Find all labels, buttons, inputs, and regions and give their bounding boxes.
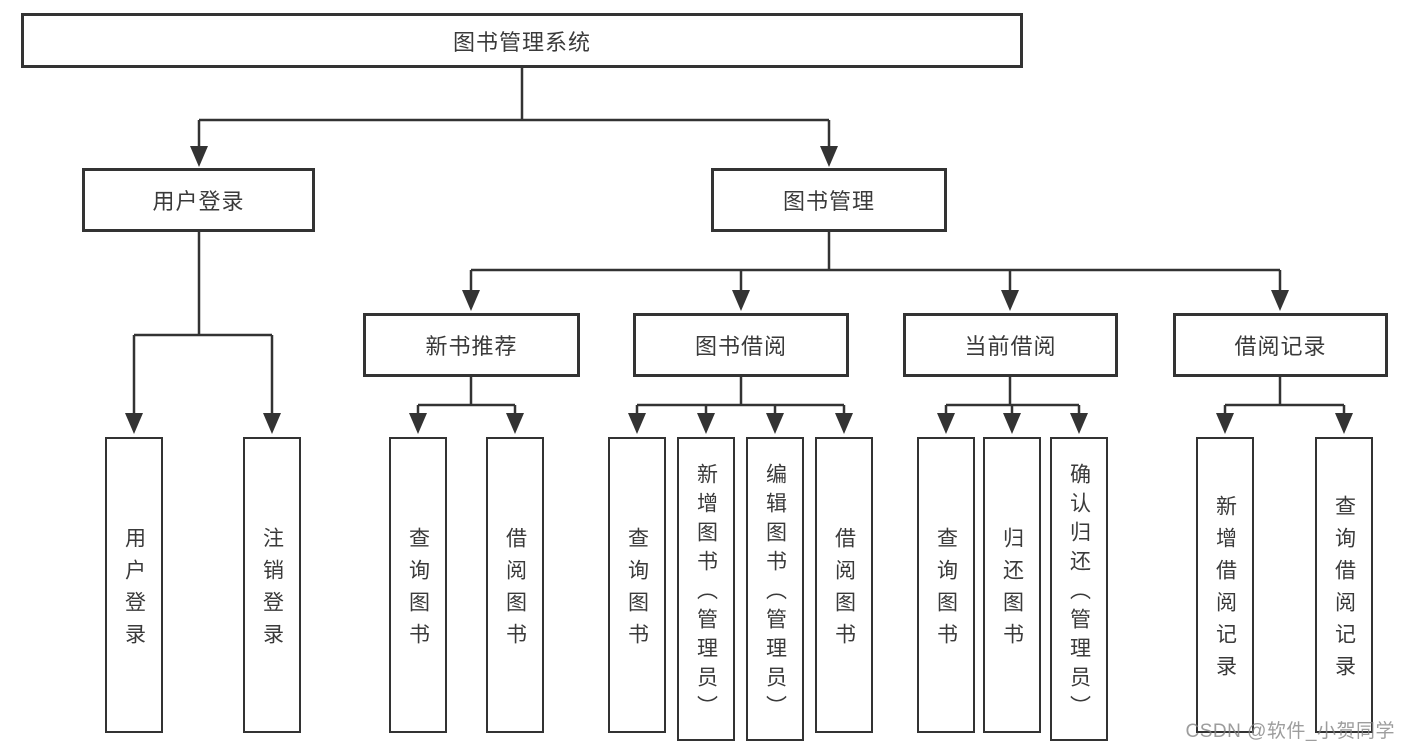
- node-book-management-branch: 图书管理: [711, 168, 947, 232]
- leaf-edit-books-admin: 编辑图书（管理员）: [746, 437, 804, 741]
- leaf-label: 查询图书: [406, 526, 430, 655]
- leaf-label: 新增图书（管理员）: [694, 462, 718, 724]
- leaf-logout: 注销登录: [243, 437, 301, 733]
- node-new-book-recommend: 新书推荐: [363, 313, 580, 377]
- tree-connector-path: [132, 68, 1346, 413]
- arrowhead: [1216, 413, 1234, 434]
- leaf-label: 归还图书: [1000, 526, 1024, 655]
- node-user-login-branch: 用户登录: [82, 168, 315, 232]
- leaf-borrow-books-recommend: 借阅图书: [486, 437, 544, 733]
- arrowhead: [506, 413, 524, 434]
- leaf-label: 查询图书: [934, 526, 958, 655]
- leaf-label: 注销登录: [260, 526, 284, 655]
- arrowhead: [835, 413, 853, 434]
- leaf-label: 借阅图书: [832, 526, 856, 655]
- node-root-system: 图书管理系统: [21, 13, 1023, 68]
- arrowheads: [125, 146, 1353, 434]
- arrowhead: [125, 413, 143, 434]
- leaf-label: 用户登录: [122, 526, 146, 655]
- leaf-query-books-recommend: 查询图书: [389, 437, 447, 733]
- arrowhead: [766, 413, 784, 434]
- leaf-borrow-books: 借阅图书: [815, 437, 873, 733]
- arrowhead: [732, 290, 750, 311]
- leaf-return-books: 归还图书: [983, 437, 1041, 733]
- leaf-label: 编辑图书（管理员）: [763, 462, 787, 724]
- arrowhead: [820, 146, 838, 167]
- arrowhead: [1003, 413, 1021, 434]
- leaf-query-books-borrowing: 查询图书: [608, 437, 666, 733]
- leaf-query-borrow-record: 查询借阅记录: [1315, 437, 1373, 733]
- arrowhead: [1335, 413, 1353, 434]
- leaf-label: 查询借阅记录: [1332, 494, 1356, 687]
- arrowhead: [628, 413, 646, 434]
- node-borrowing-records: 借阅记录: [1173, 313, 1388, 377]
- leaf-label: 确认归还（管理员）: [1067, 462, 1091, 724]
- arrowhead: [409, 413, 427, 434]
- leaf-add-borrow-record: 新增借阅记录: [1196, 437, 1254, 733]
- csdn-watermark: CSDN @软件_小贺同学: [1185, 721, 1395, 742]
- arrowhead: [462, 290, 480, 311]
- leaf-user-login: 用户登录: [105, 437, 163, 733]
- arrowhead: [697, 413, 715, 434]
- node-current-borrowing: 当前借阅: [903, 313, 1118, 377]
- arrowhead: [1001, 290, 1019, 311]
- leaf-label: 查询图书: [625, 526, 649, 655]
- arrowhead: [1271, 290, 1289, 311]
- arrowhead: [190, 146, 208, 167]
- leaf-add-books-admin: 新增图书（管理员）: [677, 437, 735, 741]
- leaf-label: 借阅图书: [503, 526, 527, 655]
- leaf-confirm-return-admin: 确认归还（管理员）: [1050, 437, 1108, 741]
- arrowhead: [937, 413, 955, 434]
- arrowhead: [1070, 413, 1088, 434]
- arrowhead: [263, 413, 281, 434]
- leaf-label: 新增借阅记录: [1213, 494, 1237, 687]
- leaf-query-books-current: 查询图书: [917, 437, 975, 733]
- node-book-borrowing: 图书借阅: [633, 313, 849, 377]
